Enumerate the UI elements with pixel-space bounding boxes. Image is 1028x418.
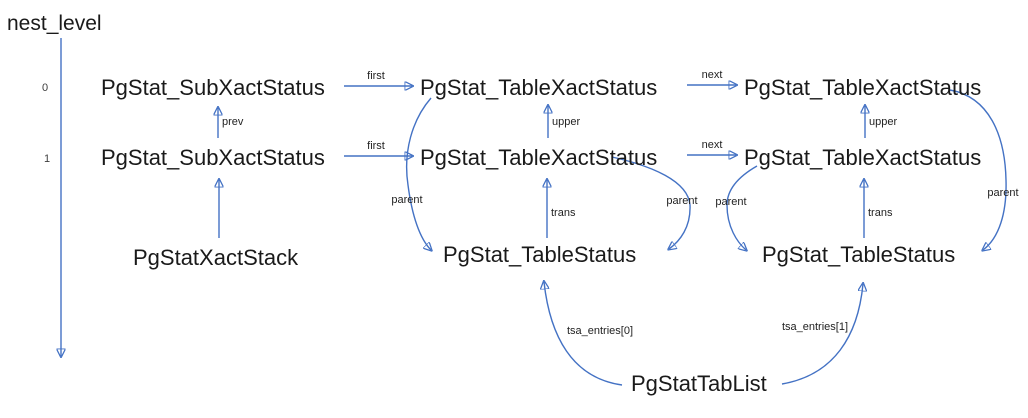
edge-label-parent-far-left: parent — [391, 194, 423, 206]
node-tablestatus-left: PgStat_TableStatus — [443, 242, 637, 267]
edge-label-parent-mid-left: parent — [666, 195, 698, 207]
edge-parent-far-right — [949, 89, 1007, 250]
edge-tsa-entries-1 — [781, 284, 863, 385]
edge-label-trans-right: trans — [868, 207, 893, 219]
node-subxact-level1: PgStat_SubXactStatus — [101, 145, 325, 170]
edge-label-trans-left: trans — [551, 207, 576, 219]
edge-label-tsa-entries-1: tsa_entries[1] — [781, 321, 849, 333]
edge-label-first-level0: first — [367, 70, 385, 82]
axis-tick-1: 1 — [44, 153, 51, 165]
edge-label-parent-mid-right: parent — [715, 196, 747, 208]
node-tablexact-level0-next: PgStat_TableXactStatus — [744, 75, 982, 100]
node-tablestatus-right: PgStat_TableStatus — [762, 242, 956, 267]
edge-label-parent-far-right: parent — [987, 187, 1019, 199]
edge-label-first-level1: first — [367, 140, 385, 152]
edge-label-tsa-entries-0: tsa_entries[0] — [566, 325, 634, 337]
edge-label-upper-right: upper — [869, 116, 898, 128]
node-subxact-level0: PgStat_SubXactStatus — [101, 75, 325, 100]
edge-tsa-entries-0 — [544, 282, 623, 386]
edge-label-next-level0: next — [701, 69, 723, 81]
axis-title: nest_level — [7, 12, 102, 35]
edge-label-next-level1: next — [701, 139, 723, 151]
node-xact-stack: PgStatXactStack — [133, 245, 299, 270]
node-tablexact-level0-first: PgStat_TableXactStatus — [420, 75, 658, 100]
edge-label-prev: prev — [222, 116, 244, 128]
node-tablexact-level1-first: PgStat_TableXactStatus — [420, 145, 658, 170]
edge-parent-far-left — [405, 97, 431, 250]
axis-tick-0: 0 — [42, 82, 49, 94]
node-tablexact-level1-next: PgStat_TableXactStatus — [744, 145, 982, 170]
edge-parent-mid-right — [726, 165, 758, 250]
edge-label-upper-mid: upper — [552, 116, 581, 128]
node-tab-list: PgStatTabList — [631, 371, 767, 396]
edge-parent-mid-left — [611, 156, 691, 249]
